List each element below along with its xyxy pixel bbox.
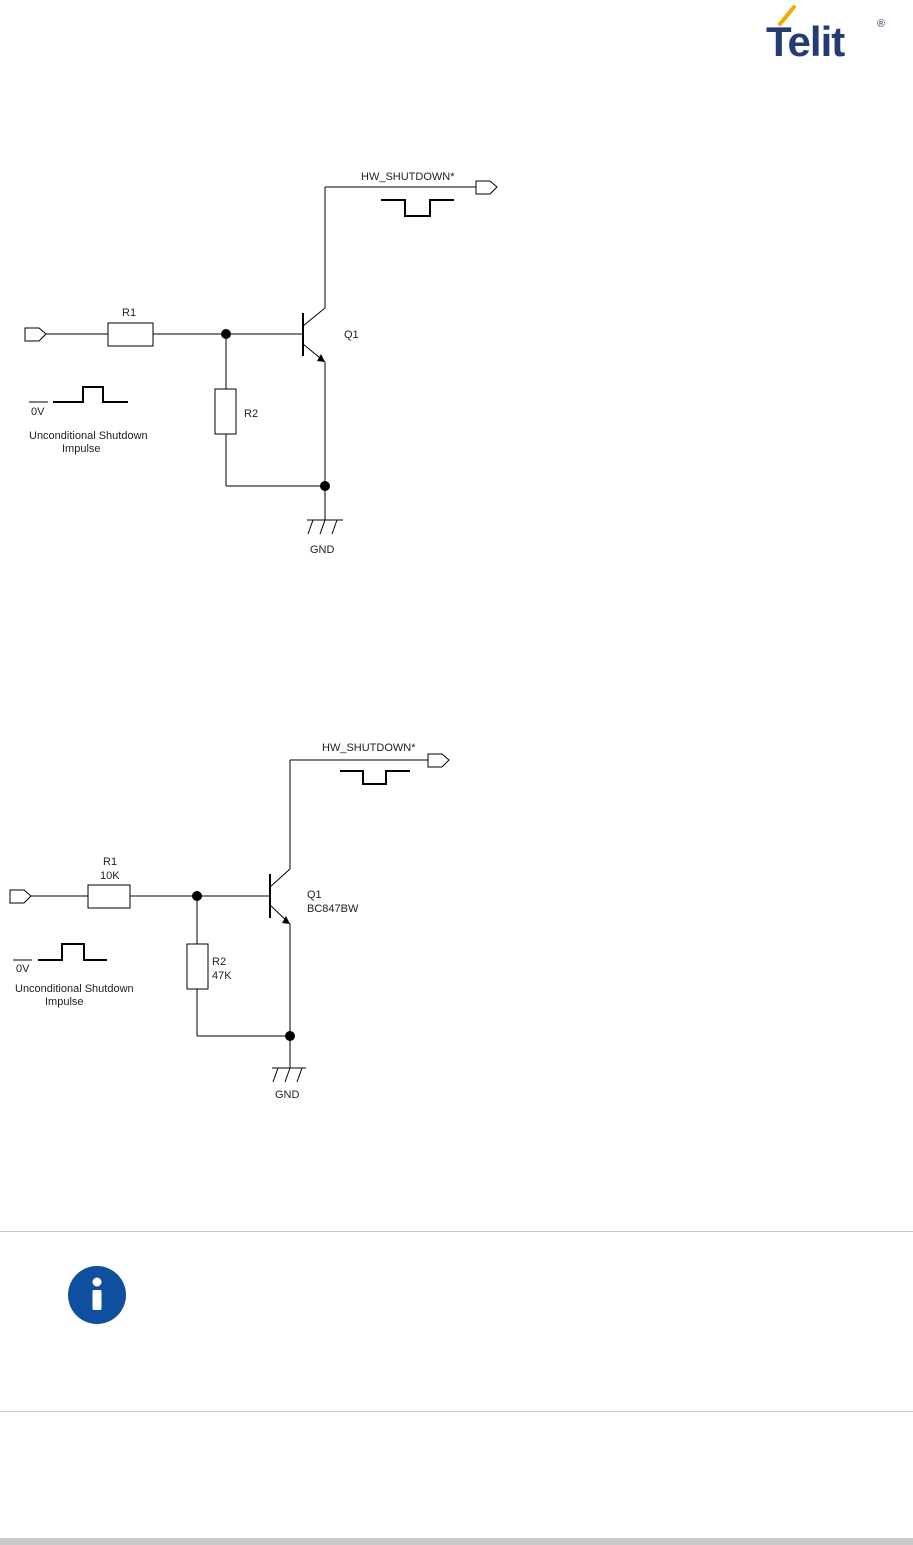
q1-label: Q1	[307, 889, 322, 901]
impulse-label-line2: Impulse	[45, 996, 84, 1008]
shutdown-schematic-2: HW_SHUTDOWN* R1 10K R2 47K Q1 BC847BW 0V…	[0, 0, 913, 1150]
divider-top	[0, 1231, 913, 1232]
output-port	[428, 754, 449, 767]
divider-bottom	[0, 1411, 913, 1412]
junction-dot	[192, 891, 202, 901]
gnd-label: GND	[275, 1089, 300, 1101]
impulse-waveform	[38, 944, 107, 960]
low-pulse-waveform	[340, 771, 410, 784]
r2-label: R2	[212, 956, 226, 968]
net-label: HW_SHUTDOWN*	[322, 742, 416, 754]
q1-part-number: BC847BW	[307, 903, 359, 915]
r1-label: R1	[103, 856, 117, 868]
r1-value: 10K	[100, 870, 120, 882]
impulse-label-line1: Unconditional Shutdown	[15, 983, 134, 995]
input-port	[10, 890, 31, 903]
zero-volt-label: 0V	[16, 963, 30, 975]
info-icon	[68, 1266, 126, 1324]
junction-dot	[285, 1031, 295, 1041]
resistor-r2	[187, 944, 208, 989]
footer-bar	[0, 1538, 913, 1545]
r2-value: 47K	[212, 970, 232, 982]
resistor-r1	[88, 885, 130, 908]
